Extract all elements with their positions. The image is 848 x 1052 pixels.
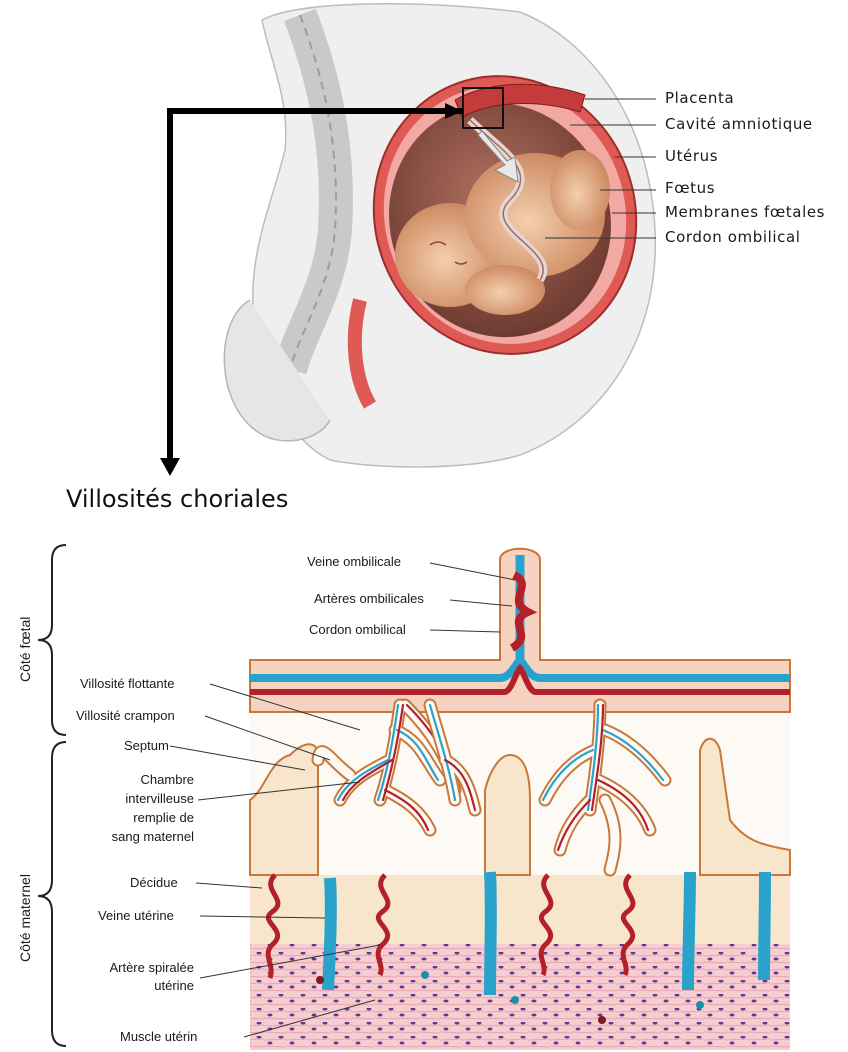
- label-uterine-vein: Veine utérine: [98, 908, 174, 923]
- side-label-fetal: Côté fœtal: [17, 617, 33, 682]
- brace-maternal: [38, 742, 66, 1046]
- label-spiral-artery-1: Artère spiralée: [109, 960, 194, 975]
- label-chamber-3: remplie de: [133, 810, 194, 825]
- label-chamber-4: sang maternel: [112, 829, 194, 844]
- section-title: Villosités choriales: [66, 485, 288, 513]
- label-placenta: Placenta: [665, 89, 734, 107]
- label-decidua: Décidue: [130, 875, 178, 890]
- label-umbilical-arteries: Artères ombilicales: [314, 591, 424, 606]
- label-chamber-1: Chambre: [141, 772, 194, 787]
- label-amniotic-cavity: Cavité amniotique: [665, 115, 813, 133]
- label-anchoring-villus: Villosité crampon: [76, 708, 175, 723]
- label-uterus: Utérus: [665, 147, 718, 165]
- label-cord: Cordon ombilical: [309, 622, 406, 637]
- label-septum: Septum: [124, 738, 169, 753]
- label-umbilical-cord: Cordon ombilical: [665, 228, 801, 246]
- pregnancy-illustration: [224, 4, 675, 467]
- label-fetus: Fœtus: [665, 179, 715, 197]
- label-chamber-2: intervilleuse: [125, 791, 194, 806]
- label-spiral-artery-2: utérine: [154, 978, 194, 993]
- label-uterine-muscle: Muscle utérin: [120, 1029, 197, 1044]
- label-fetal-membranes: Membranes fœtales: [665, 203, 825, 221]
- brace-fetal: [38, 545, 66, 735]
- label-floating-villus: Villosité flottante: [80, 676, 174, 691]
- uterine-vein: [328, 878, 331, 990]
- label-umbilical-vein: Veine ombilicale: [307, 554, 401, 569]
- side-label-maternal: Côté maternel: [17, 874, 33, 962]
